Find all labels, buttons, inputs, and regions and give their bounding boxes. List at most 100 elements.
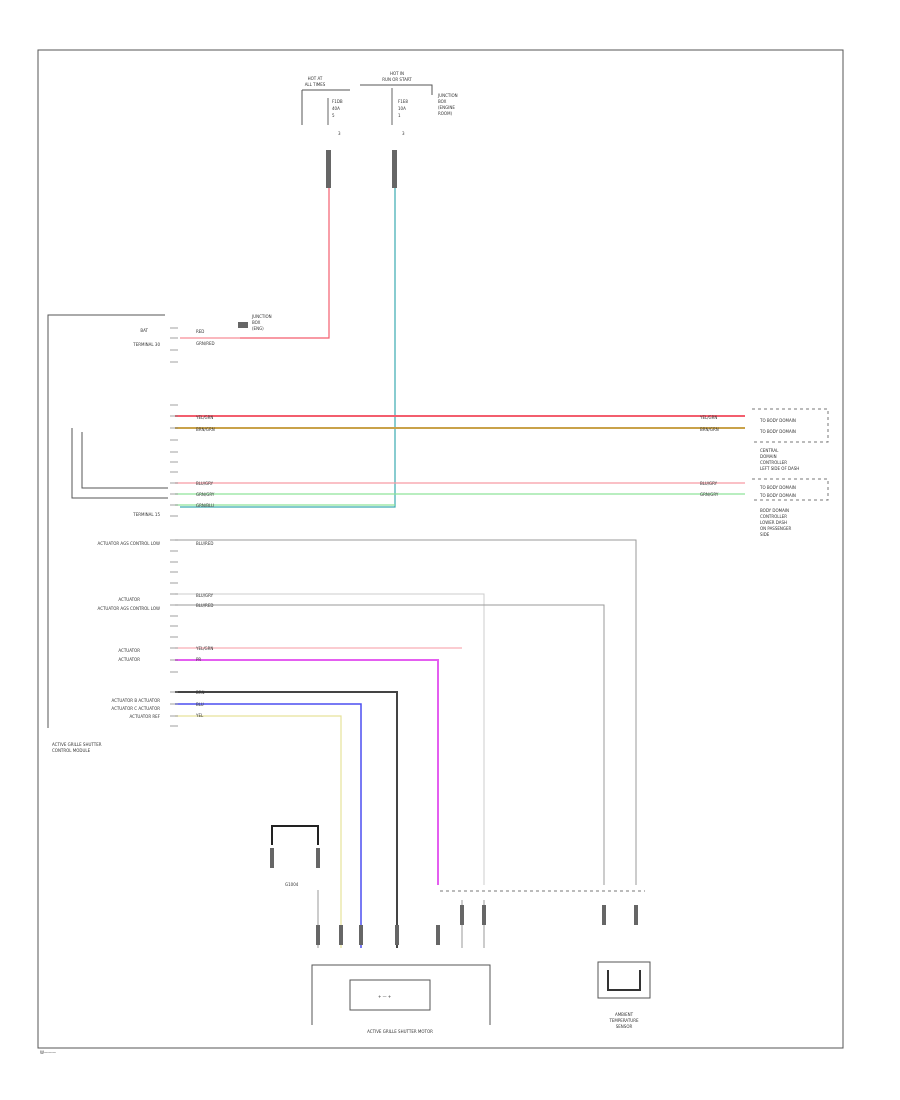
connector-stub-left (326, 150, 331, 188)
source-left-bracket (301, 89, 350, 125)
source-hot-in-run: HOT IN RUN OR START F1E8 10A 1 JUNCTION … (360, 71, 458, 136)
source-right-line2: RUN OR START (382, 77, 412, 82)
connector-block-0 (316, 925, 320, 945)
source-right-fuse: F1E8 (398, 99, 408, 104)
wire-tag-11: PR (196, 657, 201, 662)
right-module-b-row-1: TO BODY DOMAIN (759, 493, 796, 498)
right-module-a-row-1: TO BODY DOMAIN (759, 429, 796, 434)
wire-dark-act (175, 691, 398, 948)
motor-outline (311, 964, 491, 1025)
pin-ticks (170, 327, 178, 727)
motor-inner-box (349, 979, 431, 1011)
wire-teal-feed (180, 188, 396, 508)
source-right-note-3: ROOM) (438, 111, 453, 116)
wire-tag-5: GRN/GRY (196, 492, 215, 497)
wire-tag-9: BLU/RED (196, 603, 213, 608)
inline-fuse-label-2: (ENG) (252, 326, 264, 331)
wire-tag-6: GRN/BLU (196, 503, 214, 508)
wire-gray-sense (175, 604, 605, 885)
sensor-symbol (607, 970, 641, 991)
inline-fuse (238, 322, 248, 328)
wire-tag-4: BLU/GRY (196, 481, 214, 486)
right-module-b-note-3: ON PASSENGER (760, 526, 792, 531)
module-inner-bracket-a (71, 428, 168, 499)
connector-block-4 (436, 925, 440, 945)
module-inner-bracket-b (81, 432, 168, 489)
source-right-note-2: (ENGINE (438, 105, 455, 110)
wire-gray-light (175, 593, 485, 885)
wire-tag-1: GRN/RED (196, 341, 215, 346)
pin-label-bottom-2: ACTUATOR REF (129, 714, 160, 719)
source-right-note-0: JUNCTION (437, 93, 458, 98)
right-module-a-note-0: CENTRAL (760, 448, 779, 453)
pin-label-terminal15: TERMINAL 15 (132, 512, 160, 517)
right-module-b-note-2: LOWER DASH (760, 520, 787, 525)
connector-block-2 (359, 925, 363, 945)
connector-blocks (316, 905, 638, 945)
sensor-label-1: TEMPERATURE (608, 1018, 639, 1023)
source-right-bracket (360, 84, 433, 95)
wire-tag-0: RED (196, 329, 204, 334)
wire-tag-2: YEL/GRN (195, 415, 213, 420)
wire-tag-7: BLU/RED (196, 541, 213, 546)
inline-fuse-label-0: JUNCTION (251, 314, 272, 319)
connector-stub-right (392, 150, 397, 188)
source-left-fuse-line1: 40A (332, 106, 340, 111)
module-title-line1: ACTIVE GRILLE SHUTTER (52, 742, 102, 747)
pin-label-mid-0: ACTUATOR AGS CONTROL LOW (98, 541, 161, 546)
right-module-b-note-0: BODY DOMAIN (760, 508, 789, 513)
source-right-fuse-line1: 10A (398, 106, 406, 111)
wire-tag-3: BRN/GRN (196, 427, 215, 432)
pin-label-terminal30: TERMINAL 30 (132, 342, 160, 347)
module-title-line2: CONTROL MODULE (52, 748, 91, 753)
connector-block-3 (395, 925, 399, 945)
pin-label-mid-2: ACTUATOR AGS CONTROL LOW (98, 606, 161, 611)
right-module-a-note-1: DOMAIN (760, 454, 777, 459)
right-tag-3: GRN/GRY (700, 492, 719, 497)
wire-tag-12: BRN (196, 690, 205, 695)
motor-terminals: + — + (378, 994, 391, 999)
pin-label-bat: BAT (140, 328, 148, 333)
source-left-line2: ALL TIMES (305, 82, 326, 87)
page-code: W——— (40, 1050, 56, 1055)
wire-gray-ref (175, 539, 637, 885)
connector-block-5 (460, 905, 464, 925)
inline-fuse-label-1: BOX (252, 320, 261, 325)
ground-connector-a (270, 848, 274, 868)
wire-yellow-act (175, 715, 342, 948)
ground-bracket (271, 825, 319, 845)
wire-tag-10: YEL/GRN (195, 646, 213, 651)
right-module-a-note-3: LEFT SIDE OF DASH (760, 466, 799, 471)
connector-block-6 (482, 905, 486, 925)
right-module-b-note-4: SIDE (760, 532, 770, 537)
module-outline (47, 314, 165, 728)
pin-label-mid-1: ACTUATOR (118, 597, 140, 602)
right-module-a-outline (752, 408, 829, 443)
right-module-b-row-0: TO BODY DOMAIN (759, 485, 796, 490)
pin-label-mid-3: ACTUATOR (118, 648, 140, 653)
source-left-line1: HOT AT (308, 76, 323, 81)
pin-label-mid-4: ACTUATOR (118, 657, 140, 662)
ground-connector-b (316, 848, 320, 868)
wire-blue-act (175, 703, 362, 948)
right-module-a-note-2: CONTROLLER (760, 460, 787, 465)
wires-group (175, 188, 745, 948)
right-module-b-outline (752, 478, 829, 501)
wire-tag-8: BLU/GRY (196, 593, 214, 598)
ground-label: G1004 (285, 882, 299, 887)
wire-tag-13: BLU (196, 702, 204, 707)
connector-block-7 (602, 905, 606, 925)
source-hot-at-all-times: HOT AT ALL TIMES F1DB 40A 5 3 (301, 76, 350, 136)
source-right-fuse-line2: 1 (398, 113, 401, 118)
right-module-a-row-0: TO BODY DOMAIN (759, 418, 796, 423)
connector-block-8 (634, 905, 638, 925)
source-right-line1: HOT IN (390, 71, 404, 76)
pin-label-bottom-1: ACTUATOR C ACTUATOR (111, 706, 160, 711)
source-left-pin: 3 (338, 131, 341, 136)
right-tag-2: BLU/GRY (700, 481, 718, 486)
wire-magenta-act (175, 659, 439, 885)
sensor-label-2: SENSOR (616, 1024, 633, 1029)
pin-label-bottom-0: ACTUATOR B ACTUATOR (111, 698, 160, 703)
right-tag-0: YEL/GRN (699, 415, 717, 420)
